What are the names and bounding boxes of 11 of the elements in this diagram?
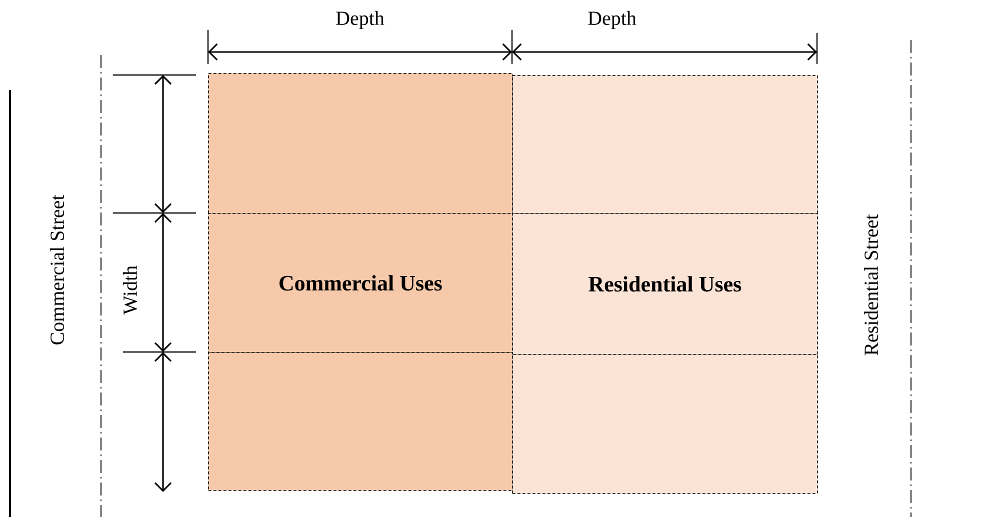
- plot-box: [208, 73, 513, 214]
- dimension-label: Depth: [334, 10, 386, 30]
- plot-box: Commercial Uses: [208, 213, 513, 353]
- plot-box: [208, 352, 513, 491]
- plot-box: [512, 75, 818, 214]
- plot-box: [512, 354, 818, 494]
- dimension-label: Width: [122, 264, 138, 316]
- plot-box: Residential Uses: [512, 213, 818, 355]
- dimension-label: Residential Street: [862, 213, 880, 357]
- dimension-label: Commercial Street: [48, 194, 66, 346]
- dimension-label: Depth: [586, 10, 638, 30]
